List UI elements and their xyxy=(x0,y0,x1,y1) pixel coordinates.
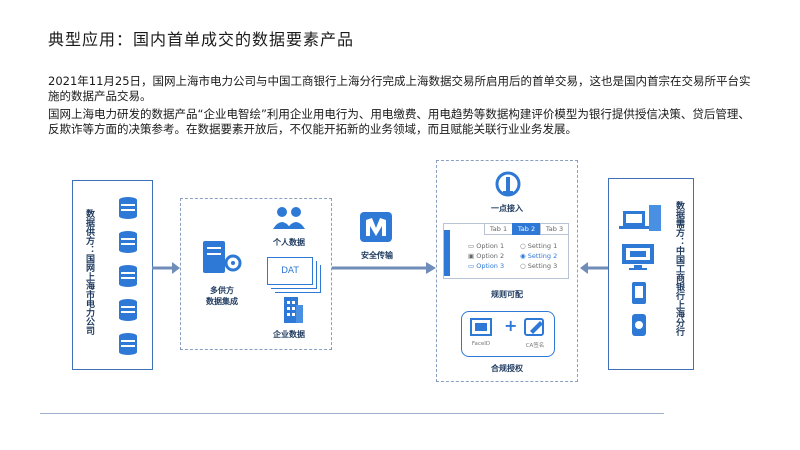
platform-panel: 一点接入 Tab 1 Tab 2 Tab 3 ▭ Option 1 ▣ Opti… xyxy=(436,160,578,382)
compliance-box: + FaceID CA签名 xyxy=(461,311,555,357)
building-icon xyxy=(284,297,303,323)
laptop-server-icon xyxy=(619,205,661,231)
tab-2[interactable]: Tab 2 xyxy=(512,223,541,235)
dat-file-icon: DAT xyxy=(267,257,313,285)
option-2[interactable]: ▣ Option 2 xyxy=(468,252,505,260)
arrow-left-icon xyxy=(580,262,608,274)
monitor-icon xyxy=(622,244,654,270)
demander-panel: 数据需方：中国工商银行上海分行 xyxy=(608,178,694,370)
bottom-divider xyxy=(40,413,664,414)
tab-3[interactable]: Tab 3 xyxy=(540,223,569,235)
plus-sign: + xyxy=(504,316,518,335)
server-gear-icon xyxy=(203,241,242,273)
arrow-right-icon xyxy=(332,262,436,274)
setting-1-label: Setting 1 xyxy=(527,242,558,250)
setting-3-label: Setting 3 xyxy=(527,262,558,270)
faceid-label: FaceID xyxy=(471,341,491,347)
integration-label: 多供方 数据集成 xyxy=(206,286,238,306)
one-point-access-label: 一点接入 xyxy=(491,204,523,213)
dat-text: DAT xyxy=(281,266,299,276)
faceid-icon xyxy=(470,318,492,336)
database-icons xyxy=(119,197,137,355)
setting-1[interactable]: ○ Setting 1 xyxy=(520,242,558,250)
setting-2-label: Setting 2 xyxy=(527,252,558,260)
database-icon xyxy=(119,197,137,355)
users-icon xyxy=(273,207,305,229)
setting-3[interactable]: ○ Setting 3 xyxy=(520,262,558,270)
integration-panel: 多供方 数据集成 个人数据 DAT 企业数据 xyxy=(180,198,332,350)
tablet-icon xyxy=(632,282,646,304)
paragraph-first-deal: 2021年11月25日，国网上海市电力公司与中国工商银行上海分行完成上海数据交易… xyxy=(48,74,751,103)
tab-widget: Tab 1 Tab 2 Tab 3 ▭ Option 1 ▣ Option 2 … xyxy=(443,223,569,279)
supplier-label: 数据供方：国网上海市电力公司 xyxy=(84,209,94,335)
page-title: 典型应用：国内首单成交的数据要素产品 xyxy=(48,30,355,49)
option-1[interactable]: ▭ Option 1 xyxy=(468,242,505,250)
ca-sign-label: CA签名 xyxy=(525,343,545,349)
tab-widget-side-bar xyxy=(444,230,450,276)
demander-label: 数据需方：中国工商银行上海分行 xyxy=(674,201,684,336)
personal-data-label: 个人数据 xyxy=(273,238,305,247)
option-1-label: Option 1 xyxy=(476,242,505,250)
option-3[interactable]: ▭ Option 3 xyxy=(468,262,505,270)
rules-configurable-label: 规则可配 xyxy=(491,290,523,299)
secure-transfer-icon xyxy=(360,212,392,242)
setting-2[interactable]: ◉ Setting 2 xyxy=(520,252,558,260)
option-3-label: Option 3 xyxy=(476,262,505,270)
tab-1[interactable]: Tab 1 xyxy=(484,223,513,235)
exchange-logo-icon xyxy=(495,171,521,197)
signature-icon xyxy=(524,318,544,336)
enterprise-data-label: 企业数据 xyxy=(273,330,305,339)
paragraph-product-description: 国网上海电力研发的数据产品“企业电智绘”利用企业用电行为、用电缴费、用电趋势等数… xyxy=(48,107,750,136)
compliance-auth-label: 合规授权 xyxy=(491,364,523,373)
arrow-right-icon xyxy=(152,262,180,274)
supplier-panel: 数据供方：国网上海市电力公司 xyxy=(72,180,153,370)
secure-transfer-label: 安全传输 xyxy=(361,251,393,260)
mobile-icon xyxy=(632,314,646,336)
option-2-label: Option 2 xyxy=(476,252,505,260)
